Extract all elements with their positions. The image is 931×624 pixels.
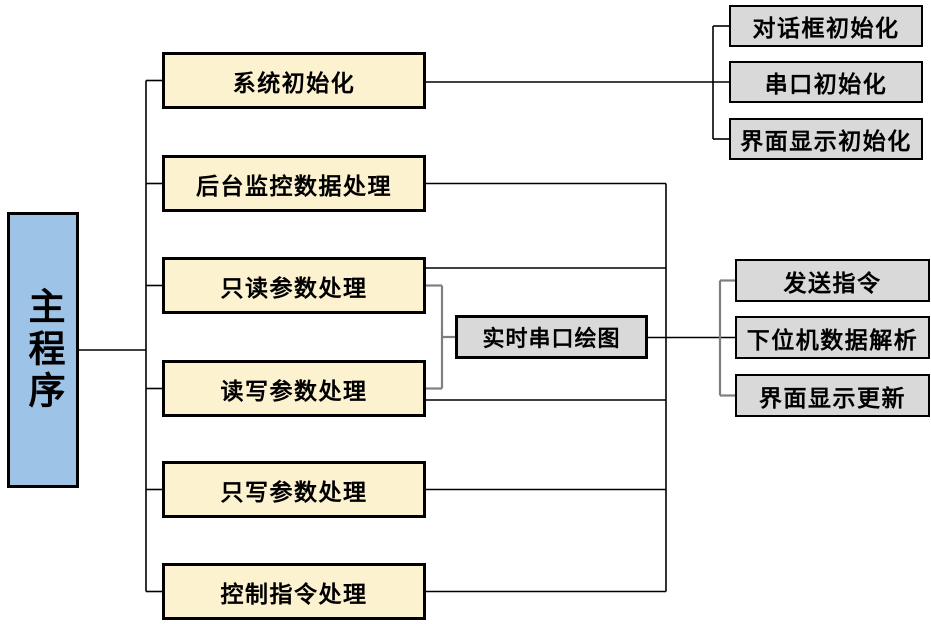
main-program-box: 主程序 xyxy=(7,212,79,488)
serial-child-send-command: 发送指令 xyxy=(735,259,930,302)
child-label: 对话框初始化 xyxy=(752,15,900,41)
serial-child-ui-update: 界面显示更新 xyxy=(735,374,930,417)
gray-connectors xyxy=(426,279,735,397)
child-label: 界面显示初始化 xyxy=(740,128,912,154)
init-child-serial-init: 串口初始化 xyxy=(729,61,923,103)
main-program-label: 主程序 xyxy=(23,287,64,413)
realtime-serial-plot-box: 实时串口绘图 xyxy=(455,315,648,359)
child-label: 串口初始化 xyxy=(764,71,888,97)
module-box-system-init: 系统初始化 xyxy=(162,52,426,109)
module-box-readonly-params: 只读参数处理 xyxy=(162,257,426,314)
module-label: 控制指令处理 xyxy=(220,580,368,607)
plot-label: 实时串口绘图 xyxy=(482,326,621,351)
module-label: 只读参数处理 xyxy=(220,274,368,301)
module-box-control-commands: 控制指令处理 xyxy=(162,563,426,620)
module-label: 读写参数处理 xyxy=(220,377,368,404)
init-child-ui-init: 界面显示初始化 xyxy=(729,118,923,160)
module-label: 后台监控数据处理 xyxy=(196,172,392,199)
child-label: 下位机数据解析 xyxy=(746,326,919,353)
child-label: 界面显示更新 xyxy=(759,384,906,411)
child-label: 发送指令 xyxy=(783,269,882,296)
module-label: 系统初始化 xyxy=(232,69,356,96)
module-label: 只写参数处理 xyxy=(220,478,368,505)
serial-child-data-parse: 下位机数据解析 xyxy=(735,316,930,359)
black-connectors xyxy=(79,25,735,593)
module-box-readwrite-params: 读写参数处理 xyxy=(162,360,426,417)
module-box-background-monitor: 后台监控数据处理 xyxy=(162,155,426,212)
module-box-writeonly-params: 只写参数处理 xyxy=(162,461,426,518)
init-child-dialog-init: 对话框初始化 xyxy=(729,5,923,47)
